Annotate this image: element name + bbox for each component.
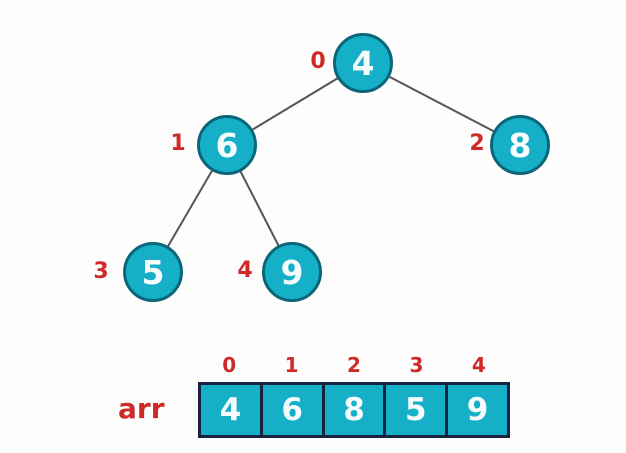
tree-node-root: 4 bbox=[333, 33, 393, 93]
array-index-4: 4 bbox=[471, 353, 486, 377]
array-cell-3: 5 bbox=[383, 385, 445, 435]
array-index-3: 3 bbox=[409, 353, 424, 377]
node-value: 6 bbox=[215, 125, 239, 165]
node-value: 4 bbox=[351, 43, 375, 83]
array-name-label: arr bbox=[118, 392, 165, 425]
node-value: 8 bbox=[508, 125, 532, 165]
node-index-label-0: 0 bbox=[310, 49, 326, 74]
array-cell-4: 9 bbox=[445, 385, 507, 435]
tree-node-leaf-right: 9 bbox=[262, 242, 322, 302]
node-value: 9 bbox=[280, 252, 304, 292]
tree-node-left-child: 6 bbox=[197, 115, 257, 175]
node-index-label-2: 2 bbox=[469, 131, 485, 156]
array-cell-2: 8 bbox=[321, 385, 384, 435]
node-value: 5 bbox=[141, 252, 165, 292]
array-cell-1: 6 bbox=[259, 385, 322, 435]
array-index-row: 0 1 2 3 4 bbox=[198, 353, 510, 377]
node-index-label-1: 1 bbox=[170, 131, 186, 156]
array-index-1: 1 bbox=[284, 353, 299, 377]
array-box: 4 6 8 5 9 bbox=[198, 382, 510, 438]
node-index-label-4: 4 bbox=[237, 258, 253, 283]
array-index-2: 2 bbox=[347, 353, 361, 377]
array-index-0: 0 bbox=[222, 353, 237, 377]
node-index-label-3: 3 bbox=[93, 259, 109, 284]
tree-node-leaf-left: 5 bbox=[123, 242, 183, 302]
array-cell-0: 4 bbox=[219, 391, 242, 428]
tree-node-right-child: 8 bbox=[490, 115, 550, 175]
